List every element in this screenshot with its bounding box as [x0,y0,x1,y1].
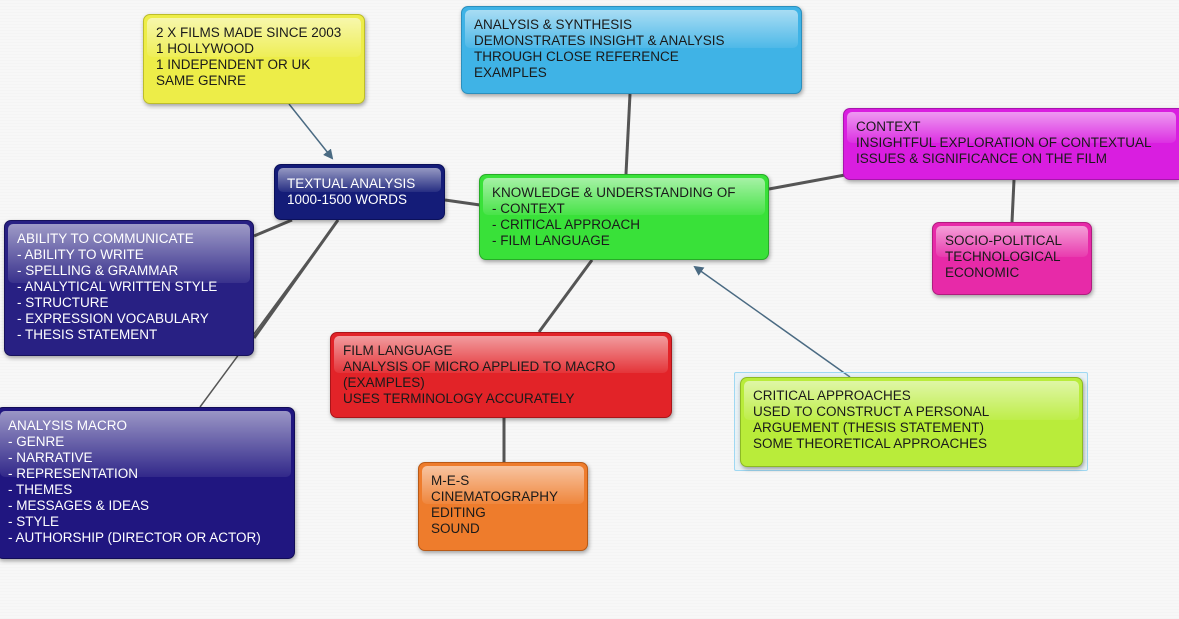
node-critical-approaches[interactable]: CRITICAL APPROACHES USED TO CONSTRUCT A … [740,377,1083,467]
node-ability-to-communicate[interactable]: ABILITY TO COMMUNICATE - ABILITY TO WRIT… [4,220,254,356]
node-communicate-line-5: - STRUCTURE [17,295,109,310]
node-analysis-macro[interactable]: ANALYSIS MACRO - GENRE - NARRATIVE - REP… [0,407,295,559]
node-films-line-2: 1 HOLLYWOOD [156,41,255,56]
node-context-line-3: ISSUES & SIGNIFICANCE ON THE FILM [856,151,1108,166]
node-communicate-line-3: - SPELLING & GRAMMAR [17,263,179,278]
node-socio-line-3: ECONOMIC [945,265,1020,280]
node-films-line-3: 1 INDEPENDENT OR UK [156,57,311,72]
node-knowledge-line-3: - CRITICAL APPROACH [492,217,641,232]
node-critical-line-4: SOME THEORETICAL APPROACHES [753,436,988,451]
node-analysis-synthesis[interactable]: ANALYSIS & SYNTHESIS DEMONSTRATES INSIGH… [461,6,802,94]
node-filmlang-line-4: USES TERMINOLOGY ACCURATELY [343,391,575,406]
node-communicate-line-7: - THESIS STATEMENT [17,327,158,342]
node-knowledge-line-1: KNOWLEDGE & UNDERSTANDING OF [492,185,736,200]
link-textual-macro [199,219,339,408]
node-critical-line-1: CRITICAL APPROACHES [753,388,911,403]
node-mes[interactable]: M-E-S CINEMATOGRAPHY EDITING SOUND [418,462,588,551]
node-mes-line-3: EDITING [431,505,486,520]
node-mes-line-4: SOUND [431,521,480,536]
node-macro-line-6: - MESSAGES & IDEAS [8,498,150,513]
node-knowledge-line-2: - CONTEXT [492,201,565,216]
node-mes-line-2: CINEMATOGRAPHY [431,489,559,504]
arrow-films-textual [288,103,334,160]
node-analysis-line-1: ANALYSIS & SYNTHESIS [474,17,633,32]
node-films-line-4: SAME GENRE [156,73,247,88]
node-socio-line-2: TECHNOLOGICAL [945,249,1061,264]
node-socio-line-1: SOCIO-POLITICAL [945,233,1063,248]
link-knowledge-filmlang [537,259,594,333]
node-macro-line-3: - NARRATIVE [8,450,93,465]
node-macro-line-8: - AUTHORSHIP (DIRECTOR OR ACTOR) [8,530,261,545]
node-critical-line-2: USED TO CONSTRUCT A PERSONAL [753,404,990,419]
node-macro-line-4: - REPRESENTATION [8,466,139,481]
node-knowledge-understanding[interactable]: KNOWLEDGE & UNDERSTANDING OF - CONTEXT -… [479,174,769,260]
node-context-line-2: INSIGHTFUL EXPLORATION OF CONTEXTUAL [856,135,1152,150]
node-macro-line-5: - THEMES [8,482,73,497]
node-analysis-line-4: EXAMPLES [474,65,547,80]
node-mes-line-1: M-E-S [431,473,470,488]
link-knowledge-context [768,173,846,191]
node-macro-line-1: ANALYSIS MACRO [8,418,128,433]
node-communicate-line-4: - ANALYTICAL WRITTEN STYLE [17,279,218,294]
node-textual-line-2: 1000-1500 WORDS [287,192,408,207]
node-context[interactable]: CONTEXT INSIGHTFUL EXPLORATION OF CONTEX… [843,108,1179,180]
node-analysis-line-2: DEMONSTRATES INSIGHT & ANALYSIS [474,33,725,48]
node-socio-political[interactable]: SOCIO-POLITICAL TECHNOLOGICAL ECONOMIC [932,222,1092,295]
node-textual-line-1: TEXTUAL ANALYSIS [287,176,416,191]
node-films[interactable]: 2 X FILMS MADE SINCE 2003 1 HOLLYWOOD 1 … [143,14,365,104]
link-context-socio [1010,179,1016,223]
node-filmlang-line-3: (EXAMPLES) [343,375,425,390]
link-textual-communicate [253,218,293,238]
link-textual-knowledge [444,198,481,207]
arrow-critical-knowledge [693,265,851,378]
node-film-language[interactable]: FILM LANGUAGE ANALYSIS OF MICRO APPLIED … [330,332,672,418]
node-communicate-line-6: - EXPRESSION VOCABULARY [17,311,209,326]
node-analysis-line-3: THROUGH CLOSE REFERENCE [474,49,679,64]
node-communicate-line-2: - ABILITY TO WRITE [17,247,144,262]
node-films-line-1: 2 X FILMS MADE SINCE 2003 [156,25,342,40]
node-filmlang-line-1: FILM LANGUAGE [343,343,453,358]
node-macro-line-2: - GENRE [8,434,65,449]
node-knowledge-line-4: - FILM LANGUAGE [492,233,610,248]
node-macro-line-7: - STYLE [8,514,60,529]
node-context-line-1: CONTEXT [856,119,921,134]
node-communicate-line-1: ABILITY TO COMMUNICATE [17,231,194,246]
node-filmlang-line-2: ANALYSIS OF MICRO APPLIED TO MACRO [343,359,616,374]
node-critical-line-3: ARGUEMENT (THESIS STATEMENT) [753,420,985,435]
link-knowledge-analysis [624,93,632,175]
node-textual-analysis[interactable]: TEXTUAL ANALYSIS 1000-1500 WORDS [274,164,445,220]
